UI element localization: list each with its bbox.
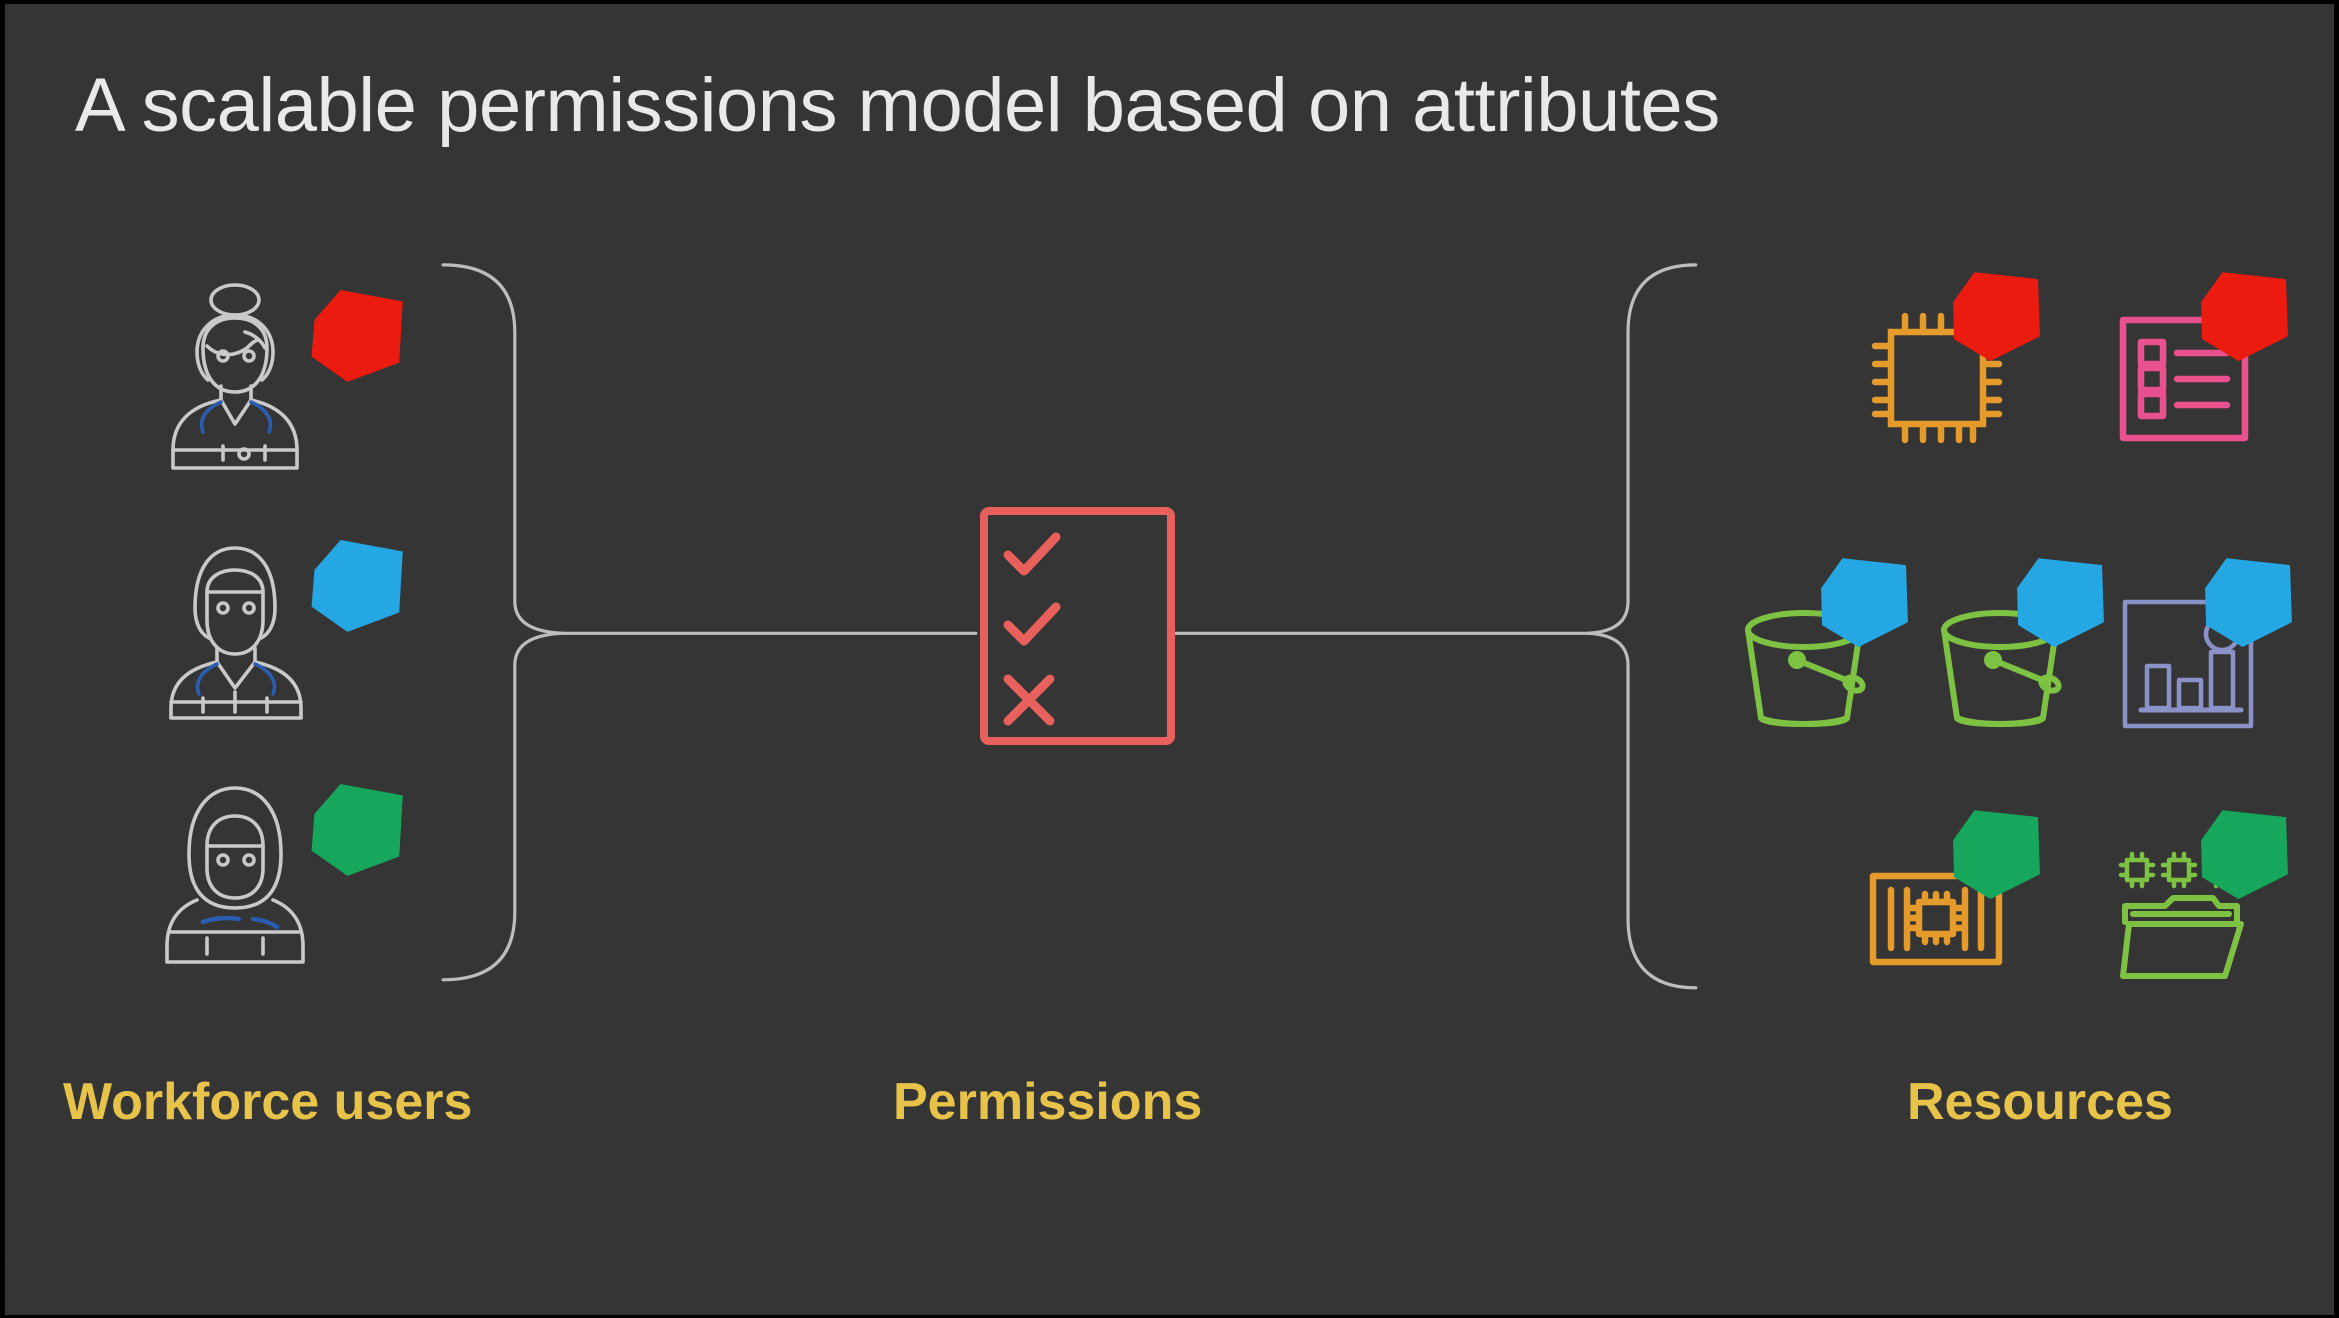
attribute-tag-icon xyxy=(311,783,403,876)
resource-item xyxy=(1723,552,1933,752)
person-headscarf-icon xyxy=(165,786,305,964)
cross-mark-1 xyxy=(1003,674,1055,726)
resource-item xyxy=(1855,266,2065,466)
attribute-tag-icon xyxy=(2017,558,2104,647)
queue-list-icon xyxy=(2119,316,2249,442)
permissions-caption: Permissions xyxy=(893,1073,1203,1131)
attribute-tag-icon xyxy=(1953,272,2040,361)
user-row xyxy=(155,282,455,492)
resource-row xyxy=(1855,266,2315,496)
resources-bracket-lower xyxy=(1586,631,1698,990)
attribute-tag-icon xyxy=(2201,272,2288,361)
attribute-tag-icon xyxy=(311,539,403,632)
permissions-checklist-icon xyxy=(980,507,1175,745)
user-row xyxy=(155,532,455,742)
user-row xyxy=(155,776,455,986)
page-title: A scalable permissions model based on at… xyxy=(75,63,1720,148)
resource-row xyxy=(1723,552,2323,782)
storage-bucket-icon xyxy=(1745,610,1866,727)
resource-item xyxy=(2107,552,2317,752)
resources-caption: Resources xyxy=(1907,1073,2173,1131)
workforce-users-caption: Workforce users xyxy=(63,1073,473,1131)
base-divider xyxy=(5,1258,2334,1259)
compute-chip-icon xyxy=(1871,312,2003,444)
resource-item xyxy=(1855,804,2065,1004)
resource-item xyxy=(2103,804,2313,1004)
analytics-chart-icon xyxy=(2122,599,2254,729)
attribute-tag-icon xyxy=(2205,558,2292,647)
attribute-tag-icon xyxy=(2201,810,2288,899)
resources-bracket-upper xyxy=(1586,263,1698,635)
storage-bucket-icon xyxy=(1941,610,2062,727)
users-bracket-upper xyxy=(441,263,565,635)
attribute-tag-icon xyxy=(311,289,403,382)
resource-item xyxy=(1919,552,2129,752)
slide-background: A scalable permissions model based on at… xyxy=(5,4,2334,1315)
person-bun-hair-icon xyxy=(171,283,299,470)
attribute-tag-icon xyxy=(1821,558,1908,647)
attribute-tag-icon xyxy=(1953,810,2040,899)
person-short-hair-icon xyxy=(169,546,303,720)
check-mark-1 xyxy=(1003,532,1061,576)
resource-item xyxy=(2103,266,2313,466)
permissions-card-border xyxy=(980,507,1175,745)
check-mark-2 xyxy=(1003,602,1061,646)
server-rack-icon xyxy=(1869,872,2003,966)
users-bracket-lower xyxy=(441,631,565,982)
resource-row xyxy=(1855,804,2325,1034)
